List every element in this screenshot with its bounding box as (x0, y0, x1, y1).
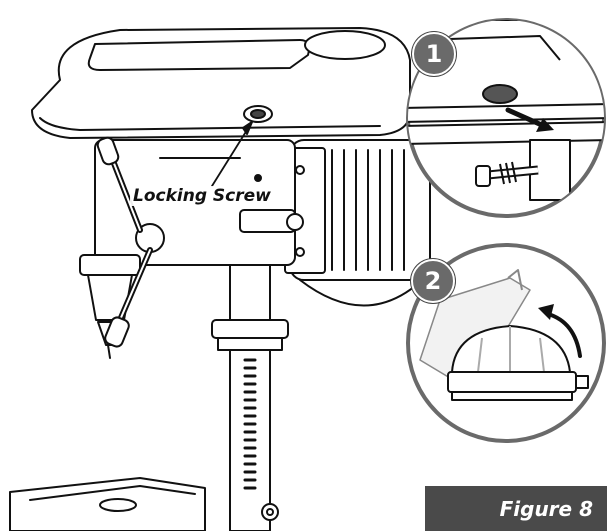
spindle-chuck (79, 254, 141, 359)
curved-arrow-icon (538, 304, 582, 358)
locking-screw-label: Locking Screw (130, 186, 274, 206)
detail-callout-1 (406, 18, 606, 218)
work-table (9, 477, 206, 531)
step-2-badge: 2 (411, 259, 455, 303)
step-1-number: 1 (425, 40, 443, 68)
pulley-cover (31, 27, 411, 139)
figure-label: Figure 8 (425, 486, 607, 531)
feed-handles (96, 136, 165, 348)
leader-arrowhead (242, 121, 253, 135)
step-2-number: 2 (424, 267, 442, 295)
figure-label-text: Figure 8 (499, 496, 593, 521)
motor (284, 139, 431, 307)
column (211, 249, 289, 531)
detail-callout-2 (406, 243, 606, 443)
step-1-badge: 1 (412, 32, 456, 76)
arrow-icon (505, 107, 554, 132)
